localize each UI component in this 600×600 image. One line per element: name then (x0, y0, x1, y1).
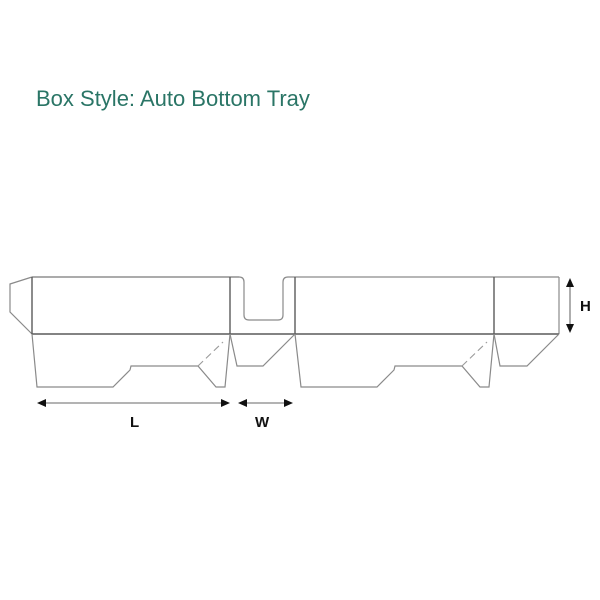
length-dimension-arrow (37, 399, 230, 407)
bottom-flap-l1 (31, 333, 231, 388)
tuck-notch (32, 276, 559, 321)
page-title: Box Style: Auto Bottom Tray (36, 86, 310, 111)
bottom-flap-w2 (493, 333, 560, 367)
bottom-flap-l2-crease (461, 341, 488, 367)
height-dimension-arrow (566, 278, 574, 333)
bottom-flap-w1 (229, 333, 296, 367)
width-label: W (255, 414, 270, 431)
bottom-flap-l1-crease (197, 341, 224, 367)
glue-flap (9, 276, 33, 335)
bottom-flap-l2 (294, 333, 495, 388)
height-label: H (580, 298, 591, 315)
length-label: L (130, 414, 140, 431)
width-dimension-arrow (238, 399, 293, 407)
